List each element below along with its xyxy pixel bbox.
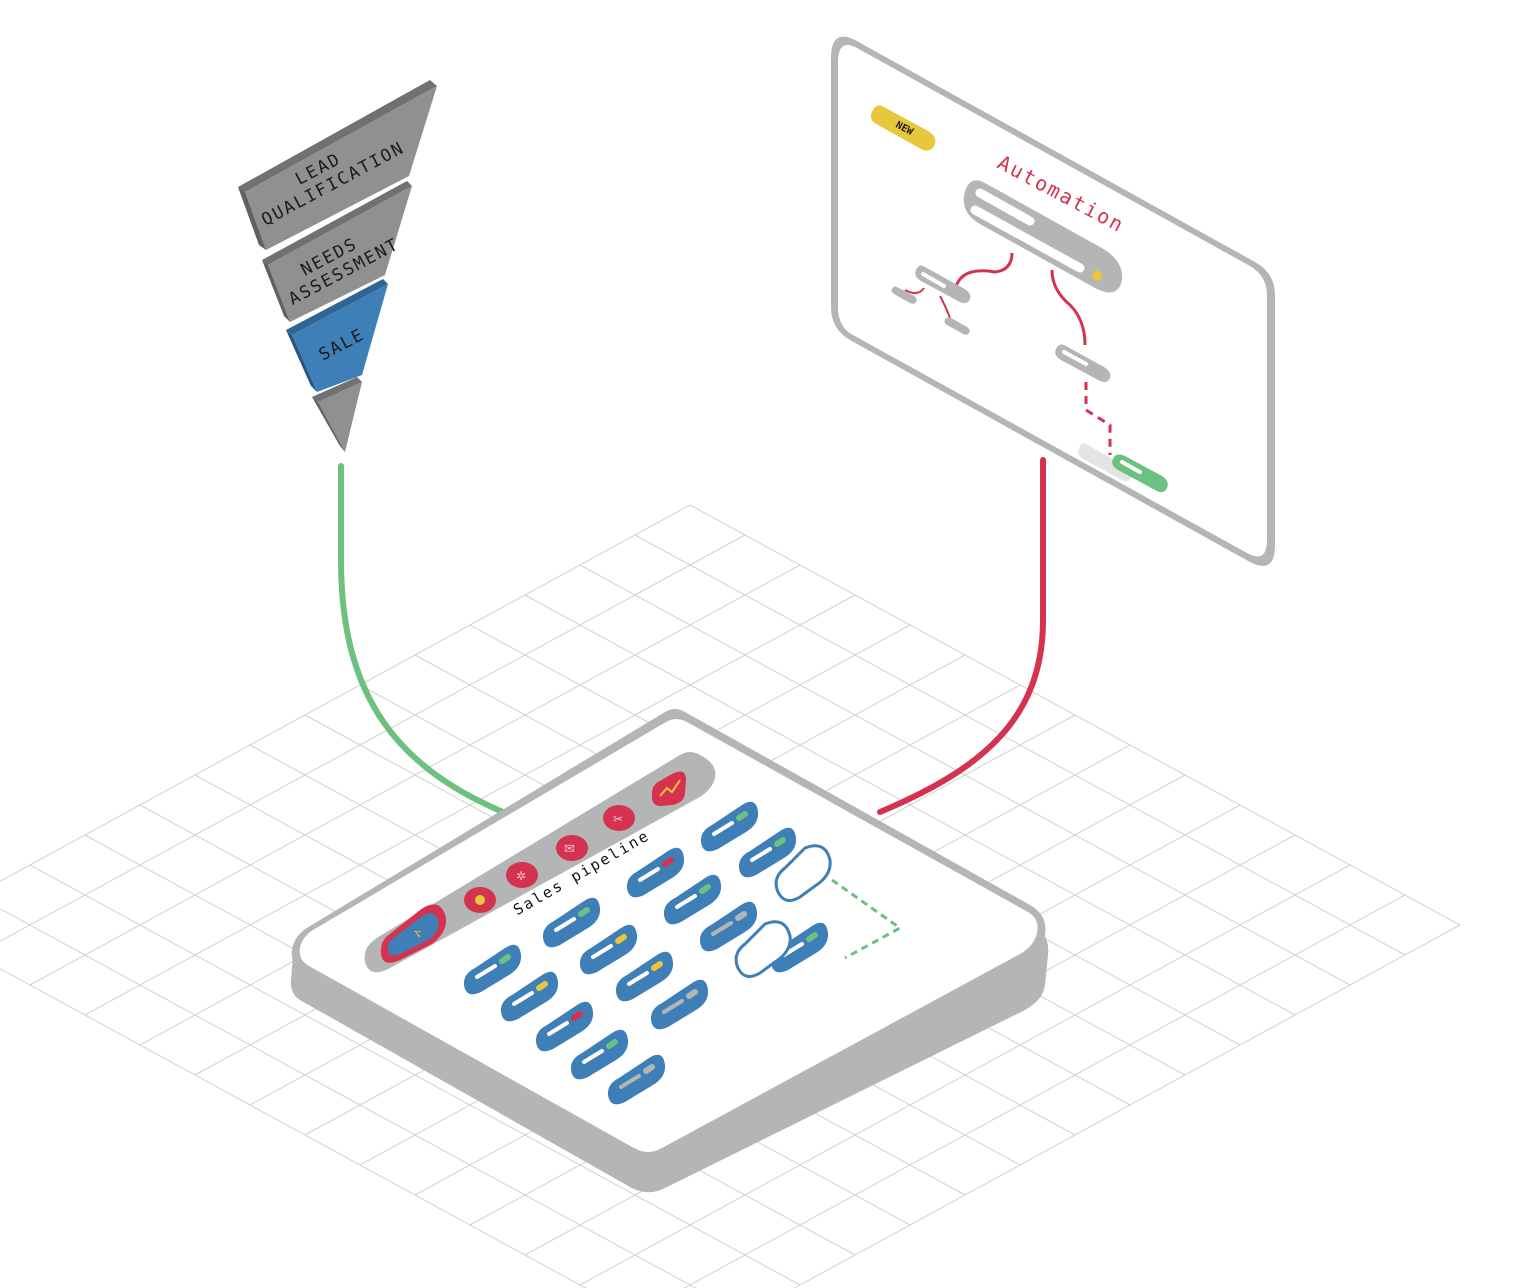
deal-card[interactable] <box>626 847 685 898</box>
deal-card[interactable] <box>500 971 559 1022</box>
grid-line <box>0 968 587 1288</box>
toolbar-button-reports[interactable] <box>652 771 686 806</box>
deal-card[interactable] <box>535 1001 594 1052</box>
grid-line <box>0 908 697 1288</box>
sales-funnel: LEAD QUALIFICATION NEEDS ASSESSMENT SALE <box>238 80 437 452</box>
deal-card[interactable] <box>770 922 829 973</box>
status-indicator <box>686 989 698 999</box>
automation-panel: NEW Automation <box>831 36 1275 566</box>
status-indicator <box>651 961 663 971</box>
status-indicator <box>736 811 748 821</box>
status-indicator <box>662 857 674 867</box>
trend-up-icon <box>659 779 681 797</box>
status-indicator <box>806 932 818 942</box>
sales-pipeline-board: ⌥ ✲ ✉ ✂ Sales pipelin <box>290 709 1049 1193</box>
automation-branch-right <box>1050 269 1087 346</box>
automation-action-node[interactable] <box>1055 344 1111 383</box>
grid-line <box>793 924 1461 1288</box>
funnel-icon: ⌥ <box>414 927 421 941</box>
drag-dashed-link <box>831 878 903 960</box>
automation-substep-node[interactable] <box>944 317 970 335</box>
status-indicator <box>615 934 627 944</box>
funnel-to-pipeline-connector <box>338 463 513 818</box>
drag-placeholder <box>734 844 903 979</box>
status-indicator <box>536 981 548 991</box>
deal-card[interactable] <box>700 801 759 852</box>
deal-card[interactable] <box>579 924 638 975</box>
automation-substep-node[interactable] <box>891 286 917 304</box>
automation-trigger-block[interactable] <box>963 180 1123 293</box>
status-indicator <box>578 907 590 917</box>
grid-line <box>683 894 1406 1288</box>
status-indicator <box>499 954 511 964</box>
scissors-icon: ✂ <box>613 812 623 826</box>
funnel-stage-sale: SALE <box>286 279 388 392</box>
status-indicator <box>643 1064 655 1074</box>
automation-to-pipeline-connector <box>877 457 1046 815</box>
status-indicator <box>774 837 786 847</box>
toolbar-button-status[interactable] <box>464 887 496 913</box>
deal-card[interactable] <box>699 901 758 952</box>
gear-icon: ✲ <box>516 869 526 883</box>
toolbar-button-mail[interactable]: ✉ <box>556 835 588 861</box>
status-dot-icon <box>475 895 485 905</box>
automation-substep-link <box>904 287 951 319</box>
status-indicator <box>571 1011 583 1021</box>
automation-complete-node[interactable] <box>1112 454 1168 493</box>
pipeline-cards <box>463 801 829 1105</box>
pipeline-toolbar: ⌥ ✲ ✉ ✂ <box>364 752 716 973</box>
deal-card[interactable] <box>738 827 797 878</box>
toolbar-button-settings[interactable]: ✲ <box>506 862 538 888</box>
deal-card[interactable] <box>542 897 601 948</box>
toolbar-button-tools[interactable]: ✂ <box>603 805 635 831</box>
new-badge: NEW <box>870 105 936 151</box>
toolbar-active-button[interactable]: ⌥ <box>380 904 447 963</box>
status-indicator <box>735 911 747 921</box>
deal-card[interactable] <box>570 1029 629 1080</box>
automation-pending-link <box>1084 382 1112 455</box>
status-indicator <box>699 884 711 894</box>
mail-icon: ✉ <box>564 842 575 857</box>
deal-card[interactable] <box>607 1054 666 1105</box>
status-indicator <box>606 1039 618 1049</box>
grid-line <box>29 864 801 1286</box>
grid-line <box>579 864 1351 1286</box>
automation-branch-left <box>953 252 1014 291</box>
automation-pending-node <box>1078 443 1132 482</box>
automation-step-node[interactable] <box>915 265 971 304</box>
deal-card[interactable] <box>463 944 522 995</box>
funnel-tip <box>312 377 362 452</box>
deal-card[interactable] <box>663 874 722 925</box>
deal-card[interactable] <box>615 951 674 1002</box>
deal-card[interactable] <box>650 979 709 1030</box>
